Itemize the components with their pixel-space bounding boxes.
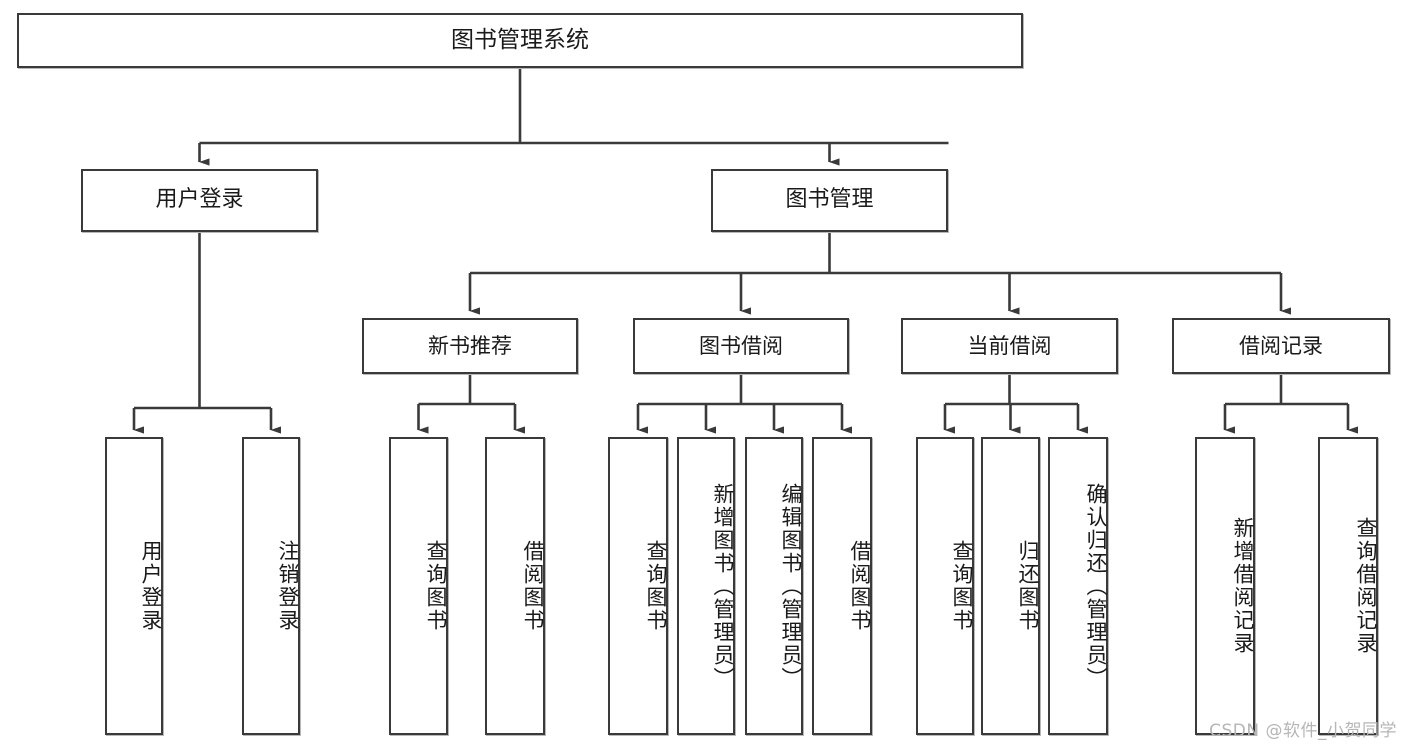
node-leaf-edit-book-label: 编辑图书（管理员） [779, 482, 803, 690]
node-leaf-add-book[interactable]: 新增图书（管理员） [677, 437, 735, 735]
node-leaf-user-login-label: 用户登录 [139, 540, 163, 632]
node-leaf-logout-label: 注销登录 [276, 540, 300, 632]
node-leaf-query-book-3[interactable]: 查询图书 [916, 437, 974, 735]
node-leaf-user-login[interactable]: 用户登录 [105, 437, 163, 735]
node-user-login[interactable]: 用户登录 [81, 169, 318, 232]
node-current-borrow[interactable]: 当前借阅 [901, 318, 1118, 374]
node-user-login-label: 用户登录 [155, 187, 244, 213]
node-leaf-borrow-book-1-label: 借阅图书 [521, 540, 545, 632]
node-leaf-borrow-book-1[interactable]: 借阅图书 [485, 437, 545, 735]
node-leaf-return-book-label: 归还图书 [1016, 540, 1040, 632]
node-new-book-rec[interactable]: 新书推荐 [362, 318, 578, 374]
node-leaf-add-record-label: 新增借阅记录 [1231, 517, 1255, 655]
node-root-label: 图书管理系统 [451, 26, 589, 53]
node-borrow-record[interactable]: 借阅记录 [1172, 318, 1390, 374]
node-leaf-query-book-1[interactable]: 查询图书 [389, 437, 448, 735]
node-leaf-query-book-3-label: 查询图书 [950, 540, 974, 632]
node-leaf-edit-book[interactable]: 编辑图书（管理员） [745, 437, 803, 735]
node-leaf-borrow-book-2[interactable]: 借阅图书 [812, 437, 872, 735]
node-borrow-record-label: 借阅记录 [1239, 333, 1323, 358]
node-leaf-confirm-return-label: 确认归还（管理员） [1084, 482, 1108, 690]
node-leaf-add-record[interactable]: 新增借阅记录 [1195, 437, 1255, 735]
node-leaf-logout[interactable]: 注销登录 [242, 437, 300, 735]
node-root[interactable]: 图书管理系统 [17, 13, 1023, 68]
node-book-manage-label: 图书管理 [785, 187, 874, 213]
node-leaf-query-record-label: 查询借阅记录 [1354, 517, 1378, 655]
node-leaf-return-book[interactable]: 归还图书 [981, 437, 1040, 735]
node-leaf-query-record[interactable]: 查询借阅记录 [1318, 437, 1378, 735]
node-leaf-add-book-label: 新增图书（管理员） [711, 482, 735, 690]
node-book-borrow-label: 图书借阅 [699, 333, 783, 358]
node-leaf-query-book-2-label: 查询图书 [644, 540, 668, 632]
node-leaf-query-book-1-label: 查询图书 [424, 540, 448, 632]
node-leaf-confirm-return[interactable]: 确认归还（管理员） [1048, 437, 1108, 735]
node-new-book-rec-label: 新书推荐 [428, 333, 512, 358]
node-leaf-query-book-2[interactable]: 查询图书 [608, 437, 668, 735]
node-book-manage[interactable]: 图书管理 [711, 169, 948, 232]
node-current-borrow-label: 当前借阅 [967, 333, 1052, 358]
node-book-borrow[interactable]: 图书借阅 [633, 318, 849, 374]
node-leaf-borrow-book-2-label: 借阅图书 [848, 540, 872, 632]
